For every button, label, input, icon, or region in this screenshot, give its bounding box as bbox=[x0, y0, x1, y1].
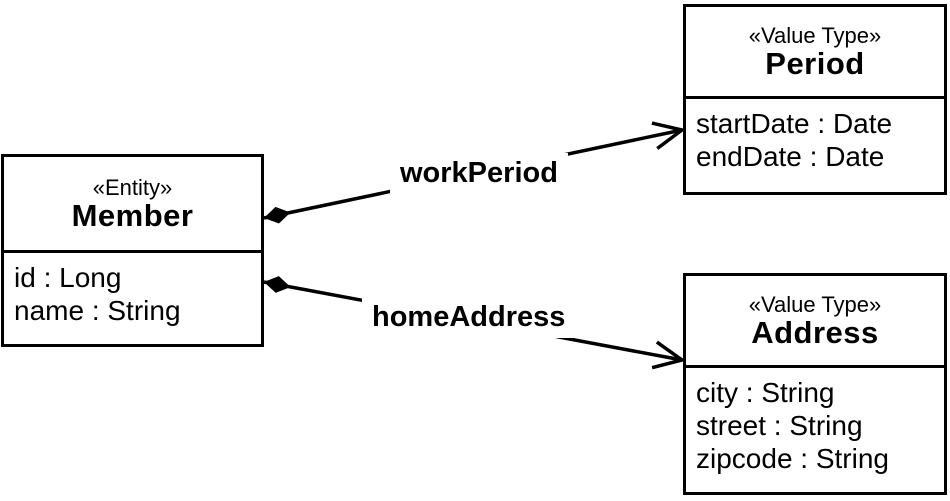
class-attributes-period: startDate : Date endDate : Date bbox=[686, 99, 944, 173]
class-name: Address bbox=[751, 314, 879, 350]
class-box-period: «Value Type» Period startDate : Date end… bbox=[683, 4, 947, 195]
attribute-row: name : String bbox=[14, 295, 181, 326]
relation-label-workperiod: workPeriod bbox=[390, 153, 568, 193]
attribute-row: endDate : Date bbox=[696, 141, 885, 172]
attribute-row: id : Long bbox=[14, 262, 122, 293]
attribute-row: street : String bbox=[696, 410, 863, 441]
class-attributes-member: id : Long name : String bbox=[4, 253, 261, 327]
class-box-address: «Value Type» Address city : String stree… bbox=[683, 273, 947, 495]
class-name: Member bbox=[71, 197, 194, 233]
class-header-address: «Value Type» Address bbox=[686, 276, 944, 368]
relation-label-homeaddress: homeAddress bbox=[362, 296, 576, 338]
class-stereotype: «Entity» bbox=[92, 174, 173, 200]
class-header-period: «Value Type» Period bbox=[686, 7, 944, 99]
attribute-row: zipcode : String bbox=[696, 443, 889, 474]
attribute-row: city : String bbox=[696, 377, 835, 408]
class-name: Period bbox=[765, 45, 865, 81]
class-box-member: «Entity» Member id : Long name : String bbox=[1, 154, 264, 347]
class-header-member: «Entity» Member bbox=[4, 157, 261, 253]
attribute-row: startDate : Date bbox=[696, 108, 893, 139]
class-attributes-address: city : String street : String zipcode : … bbox=[686, 368, 944, 475]
class-stereotype: «Value Type» bbox=[748, 22, 882, 48]
class-stereotype: «Value Type» bbox=[748, 291, 882, 317]
